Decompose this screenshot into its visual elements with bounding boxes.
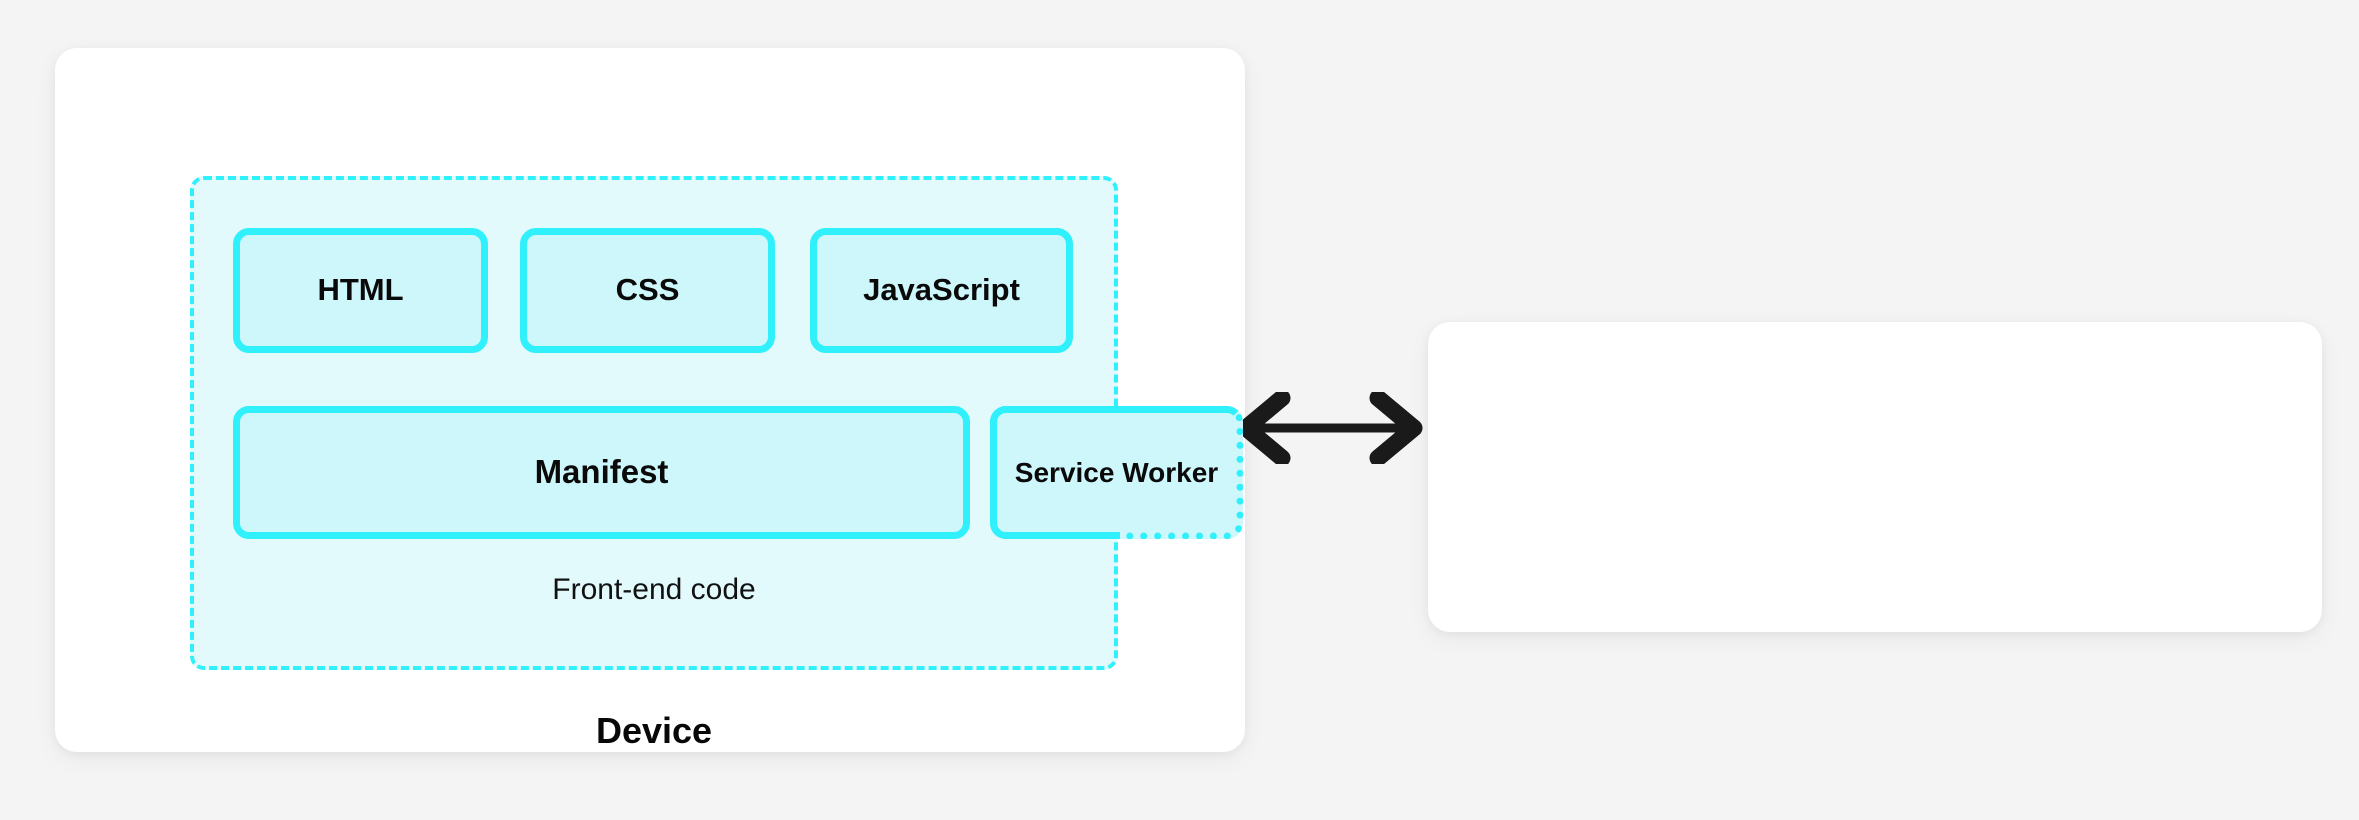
box-html[interactable]: HTML xyxy=(233,228,488,353)
box-service-worker-label: Service Worker xyxy=(1014,456,1219,488)
box-manifest[interactable]: Manifest xyxy=(233,406,970,539)
device-card: HTML CSS JavaScript Manifest Service Wor… xyxy=(55,48,1245,752)
box-javascript[interactable]: JavaScript xyxy=(810,228,1073,353)
web-server-card: Back-end code Web server xyxy=(1428,322,2322,632)
device-caption: Device xyxy=(595,710,713,751)
box-css[interactable]: CSS xyxy=(520,228,775,353)
frontend-code-caption: Front-end code xyxy=(552,573,756,606)
box-service-worker[interactable]: Service Worker xyxy=(990,406,1243,539)
bidirectional-arrow-icon xyxy=(1237,392,1423,464)
